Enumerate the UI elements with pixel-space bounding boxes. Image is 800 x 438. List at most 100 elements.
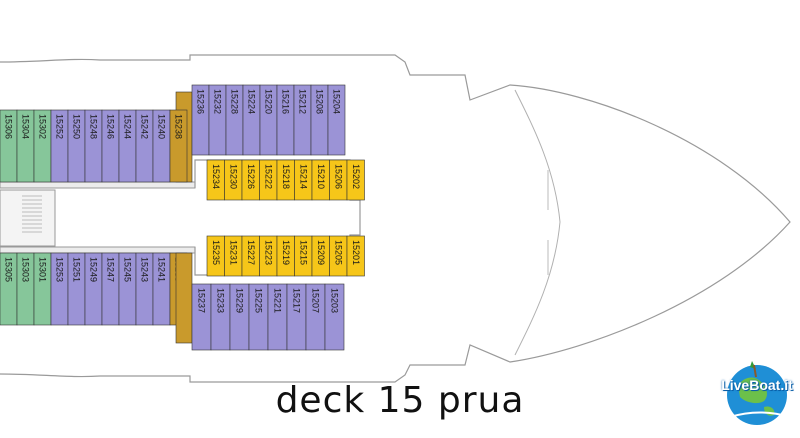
cabin-number: 15203: [330, 288, 340, 313]
cabin-15206: 15206: [329, 159, 348, 201]
cabin-15229: 15229: [229, 283, 250, 351]
cabin-number: 15205: [333, 240, 343, 265]
corridor-bottom-wall: [0, 246, 196, 254]
cabin-number: 15247: [106, 257, 116, 282]
cabin-15230: 15230: [224, 159, 243, 201]
cabin-15243: 15243: [135, 252, 154, 326]
cabin-number: 15306: [4, 114, 14, 139]
cabin-number: 15250: [72, 114, 82, 139]
cabin-number: 15244: [123, 114, 133, 139]
cabin-15238: 15238: [169, 109, 188, 183]
cabin-number: 15208: [315, 89, 325, 114]
cabin-number: 15226: [246, 164, 256, 189]
cabin-15214: 15214: [294, 159, 313, 201]
cabin-number: 15220: [264, 89, 274, 114]
hull-outline: [0, 54, 791, 383]
logo-text: LiveBoat.it: [721, 377, 793, 393]
cabin-number: 15222: [263, 164, 273, 189]
cabin-15305: 15305: [0, 252, 18, 326]
cabin-15226: 15226: [241, 159, 260, 201]
cabin-number: 15224: [247, 89, 257, 114]
cabin-number: 15249: [89, 257, 99, 282]
cabin-15210: 15210: [311, 159, 330, 201]
cabin-15224: 15224: [242, 84, 261, 156]
cabin-number: 15207: [311, 288, 321, 313]
cabin-15203: 15203: [324, 283, 345, 351]
cabin-number: 15214: [298, 164, 308, 189]
cabin-15246: 15246: [101, 109, 120, 183]
cabin-number: 15210: [316, 164, 326, 189]
cabin-15225: 15225: [248, 283, 269, 351]
cabin-15232: 15232: [208, 84, 227, 156]
cabin-number: 15242: [140, 114, 150, 139]
cabin-15250: 15250: [67, 109, 86, 183]
cabin-15228: 15228: [225, 84, 244, 156]
cabin-15245: 15245: [118, 252, 137, 326]
cabin-number: 15204: [332, 89, 342, 114]
cabin-number: 15209: [316, 240, 326, 265]
cabin-number: 15305: [4, 257, 14, 282]
cabin-number: 15246: [106, 114, 116, 139]
cabin-15237: 15237: [191, 283, 212, 351]
cabin-15207: 15207: [305, 283, 326, 351]
cabin-15221: 15221: [267, 283, 288, 351]
cabin-15216: 15216: [276, 84, 295, 156]
cabin-number: 15243: [140, 257, 150, 282]
cabin-number: 15252: [55, 114, 65, 139]
corner-block-bottom: [175, 252, 193, 344]
cabin-15241: 15241: [152, 252, 171, 326]
cabin-15227: 15227: [241, 235, 260, 277]
cabin-number: 15241: [157, 257, 167, 282]
liveboat-logo: LiveBoat.it: [720, 355, 794, 429]
cabin-15303: 15303: [16, 252, 35, 326]
corridor-top-wall: [0, 181, 196, 189]
cabin-number: 15223: [263, 240, 273, 265]
cabin-number: 15234: [211, 164, 221, 189]
cabin-number: 15219: [281, 240, 291, 265]
cabin-15218: 15218: [276, 159, 295, 201]
cabin-number: 15253: [55, 257, 65, 282]
globe-icon: [727, 361, 791, 425]
cabin-number: 15236: [196, 89, 206, 114]
cabin-15306: 15306: [0, 109, 18, 183]
cabin-number: 15221: [273, 288, 283, 313]
cabin-number: 15251: [72, 257, 82, 282]
stairs: [22, 195, 42, 233]
cabin-number: 15238: [174, 114, 184, 139]
cabin-15204: 15204: [327, 84, 346, 156]
cabin-number: 15201: [351, 240, 361, 265]
cabin-number: 15245: [123, 257, 133, 282]
cabin-number: 15212: [298, 89, 308, 114]
cabin-number: 15218: [281, 164, 291, 189]
cabin-number: 15248: [89, 114, 99, 139]
cabin-number: 15225: [254, 288, 264, 313]
cabin-15209: 15209: [311, 235, 330, 277]
cabin-number: 15202: [351, 164, 361, 189]
cabin-15301: 15301: [33, 252, 52, 326]
cabin-15219: 15219: [276, 235, 295, 277]
cabin-number: 15229: [235, 288, 245, 313]
cabin-15248: 15248: [84, 109, 103, 183]
cabin-number: 15215: [298, 240, 308, 265]
hull-inner-line: [514, 89, 561, 356]
cabin-15242: 15242: [135, 109, 154, 183]
cabin-15208: 15208: [310, 84, 329, 156]
cabin-15217: 15217: [286, 283, 307, 351]
cabin-number: 15217: [292, 288, 302, 313]
cabin-number: 15303: [21, 257, 31, 282]
cabin-15233: 15233: [210, 283, 231, 351]
cabin-number: 15206: [333, 164, 343, 189]
cabin-number: 15216: [281, 89, 291, 114]
cabin-number: 15301: [38, 257, 48, 282]
cabin-number: 15231: [228, 240, 238, 265]
cabin-15249: 15249: [84, 252, 103, 326]
cabin-number: 15240: [157, 114, 167, 139]
cabin-number: 15237: [197, 288, 207, 313]
cabin-number: 15304: [21, 114, 31, 139]
cabin-15236: 15236: [191, 84, 210, 156]
cabin-15235: 15235: [206, 235, 225, 277]
cabin-15205: 15205: [329, 235, 348, 277]
cabin-number: 15233: [216, 288, 226, 313]
cabin-15202: 15202: [346, 159, 365, 201]
